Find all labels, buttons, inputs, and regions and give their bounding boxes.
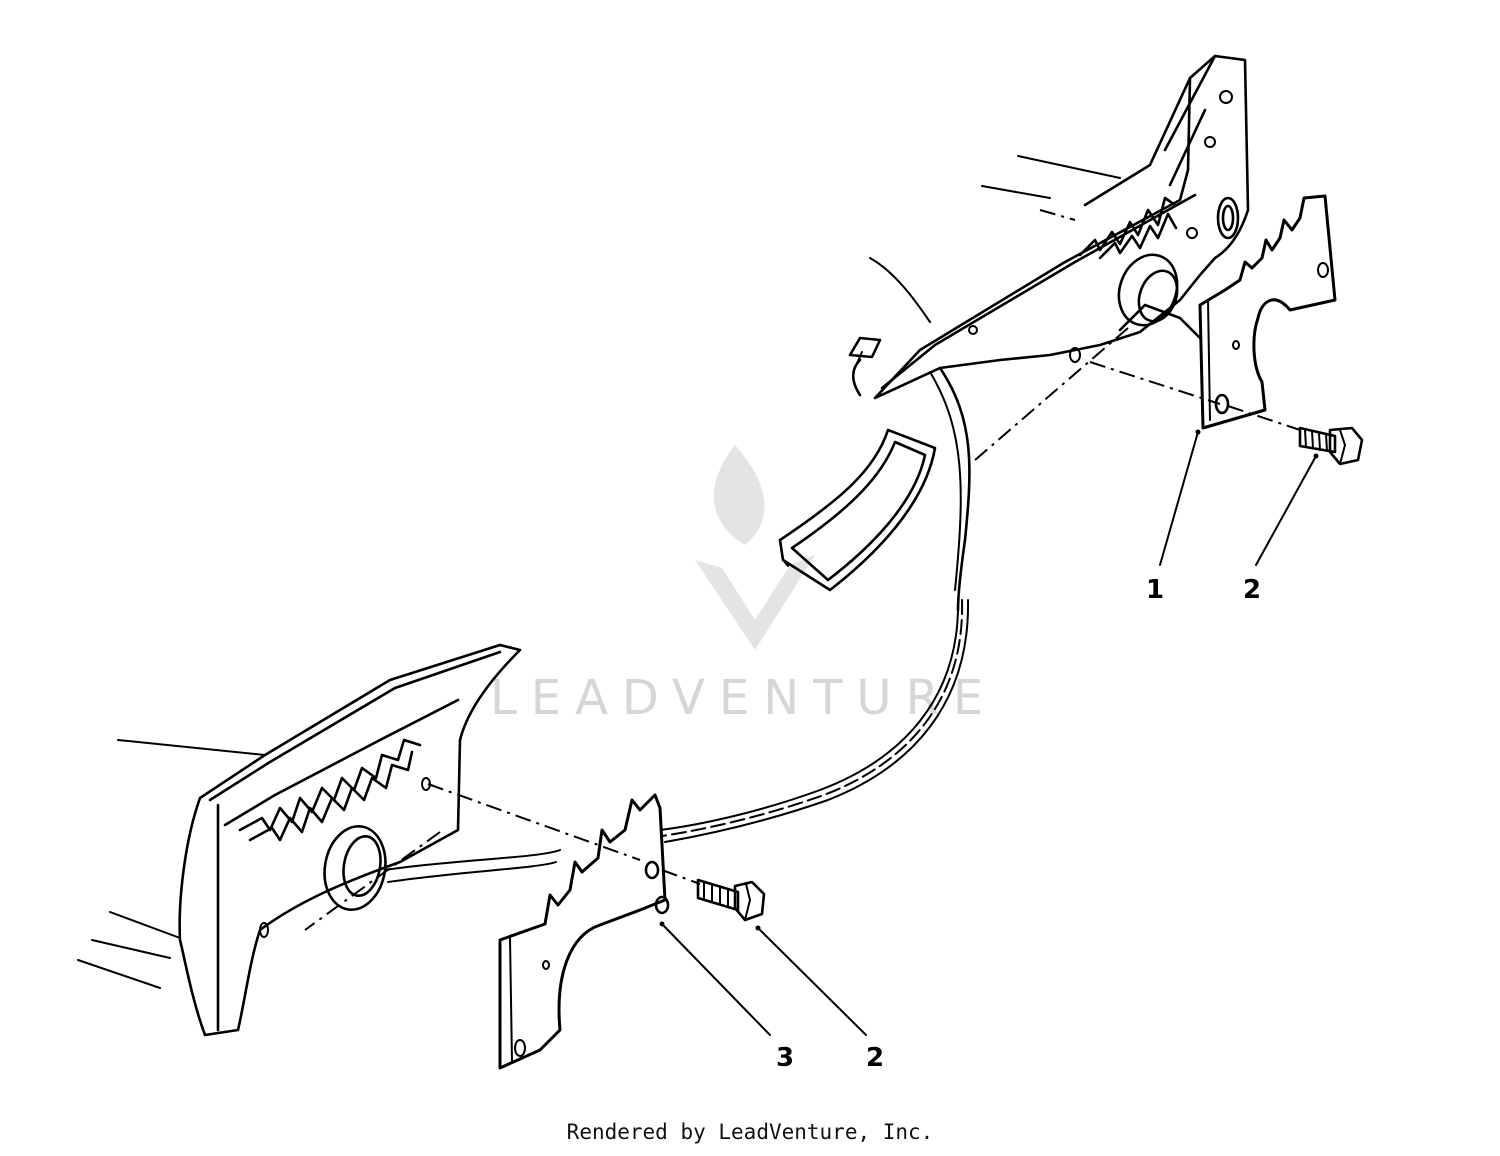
upper-bolt xyxy=(1298,426,1364,466)
footer-credit: Rendered by LeadVenture, Inc. xyxy=(566,1120,934,1144)
callout-1: 1 xyxy=(1146,575,1164,605)
upper-housing xyxy=(848,54,1250,612)
leadventure-watermark: LEADVENTURE xyxy=(490,445,997,726)
lower-housing xyxy=(77,643,522,1037)
callout-2-upper: 2 xyxy=(1243,575,1261,605)
callout-3: 3 xyxy=(776,1043,794,1073)
watermark-text: LEADVENTURE xyxy=(490,670,997,726)
leader-lines xyxy=(659,429,1319,1036)
assembly-lines xyxy=(304,209,1301,931)
lower-bolt xyxy=(696,878,766,922)
lower-bracket-plate xyxy=(498,793,670,1070)
upper-bracket-plate xyxy=(1198,194,1337,430)
spring-wire xyxy=(384,599,970,883)
callout-2-lower: 2 xyxy=(866,1043,884,1073)
handle-grip xyxy=(778,428,937,592)
flame-logo-icon xyxy=(713,445,765,545)
v-logo-icon xyxy=(695,555,815,650)
